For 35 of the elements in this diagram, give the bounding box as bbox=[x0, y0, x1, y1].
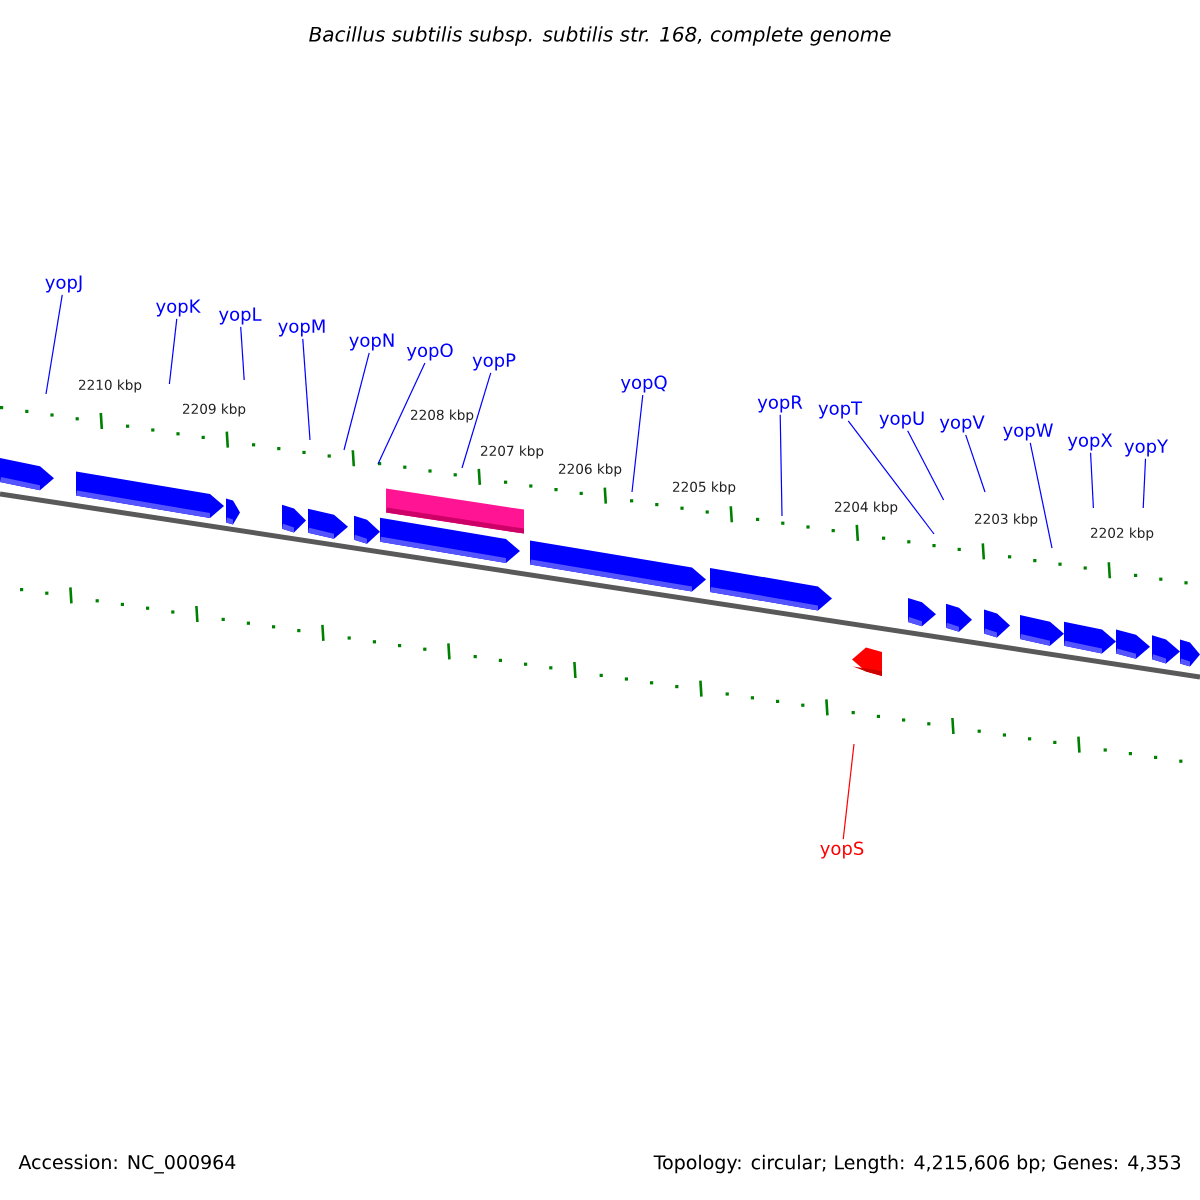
leader-line bbox=[842, 743, 855, 840]
gene-label: yopT bbox=[818, 401, 863, 419]
leader-line bbox=[1029, 442, 1053, 549]
leader-line bbox=[461, 372, 492, 469]
accession-text: Accession: NC_000964 bbox=[18, 1154, 236, 1174]
gene-label: yopM bbox=[278, 319, 325, 337]
gene-label: yopS bbox=[820, 841, 864, 859]
gene-label: yopP bbox=[472, 353, 516, 371]
gene-label: yopU bbox=[879, 411, 924, 429]
genome-info-text: Topology: circular; Length: 4,215,606 bp; Genes: 4,353 bbox=[653, 1154, 1181, 1174]
gene-label: yopJ bbox=[45, 275, 82, 293]
leader-line bbox=[907, 430, 945, 501]
leader-line bbox=[779, 414, 783, 517]
leader-line bbox=[45, 294, 63, 395]
gene-label: yopQ bbox=[620, 375, 667, 393]
gene-label: yopX bbox=[1067, 433, 1113, 451]
gene-label: yopK bbox=[156, 299, 201, 317]
leader-line bbox=[240, 326, 245, 381]
gene-label: yopW bbox=[1003, 423, 1053, 441]
leader-line bbox=[302, 338, 311, 441]
leader-line bbox=[965, 434, 986, 493]
leader-line bbox=[168, 318, 178, 385]
leader-line bbox=[377, 362, 426, 465]
leader-line bbox=[631, 394, 644, 493]
gene-label: yopR bbox=[757, 395, 803, 413]
leader-line bbox=[847, 420, 935, 535]
gene-label: yopO bbox=[406, 343, 453, 361]
gene-label: yopV bbox=[939, 415, 985, 433]
title: Bacillus subtilis subsp. subtilis str. 168, complete genome bbox=[309, 26, 891, 46]
leader-line bbox=[1142, 458, 1147, 509]
gene-label: yopN bbox=[349, 333, 394, 351]
leader-line bbox=[1089, 452, 1094, 509]
gene-label: yopL bbox=[219, 307, 262, 325]
gene-label: yopY bbox=[1124, 439, 1169, 457]
leader-line bbox=[343, 352, 370, 451]
